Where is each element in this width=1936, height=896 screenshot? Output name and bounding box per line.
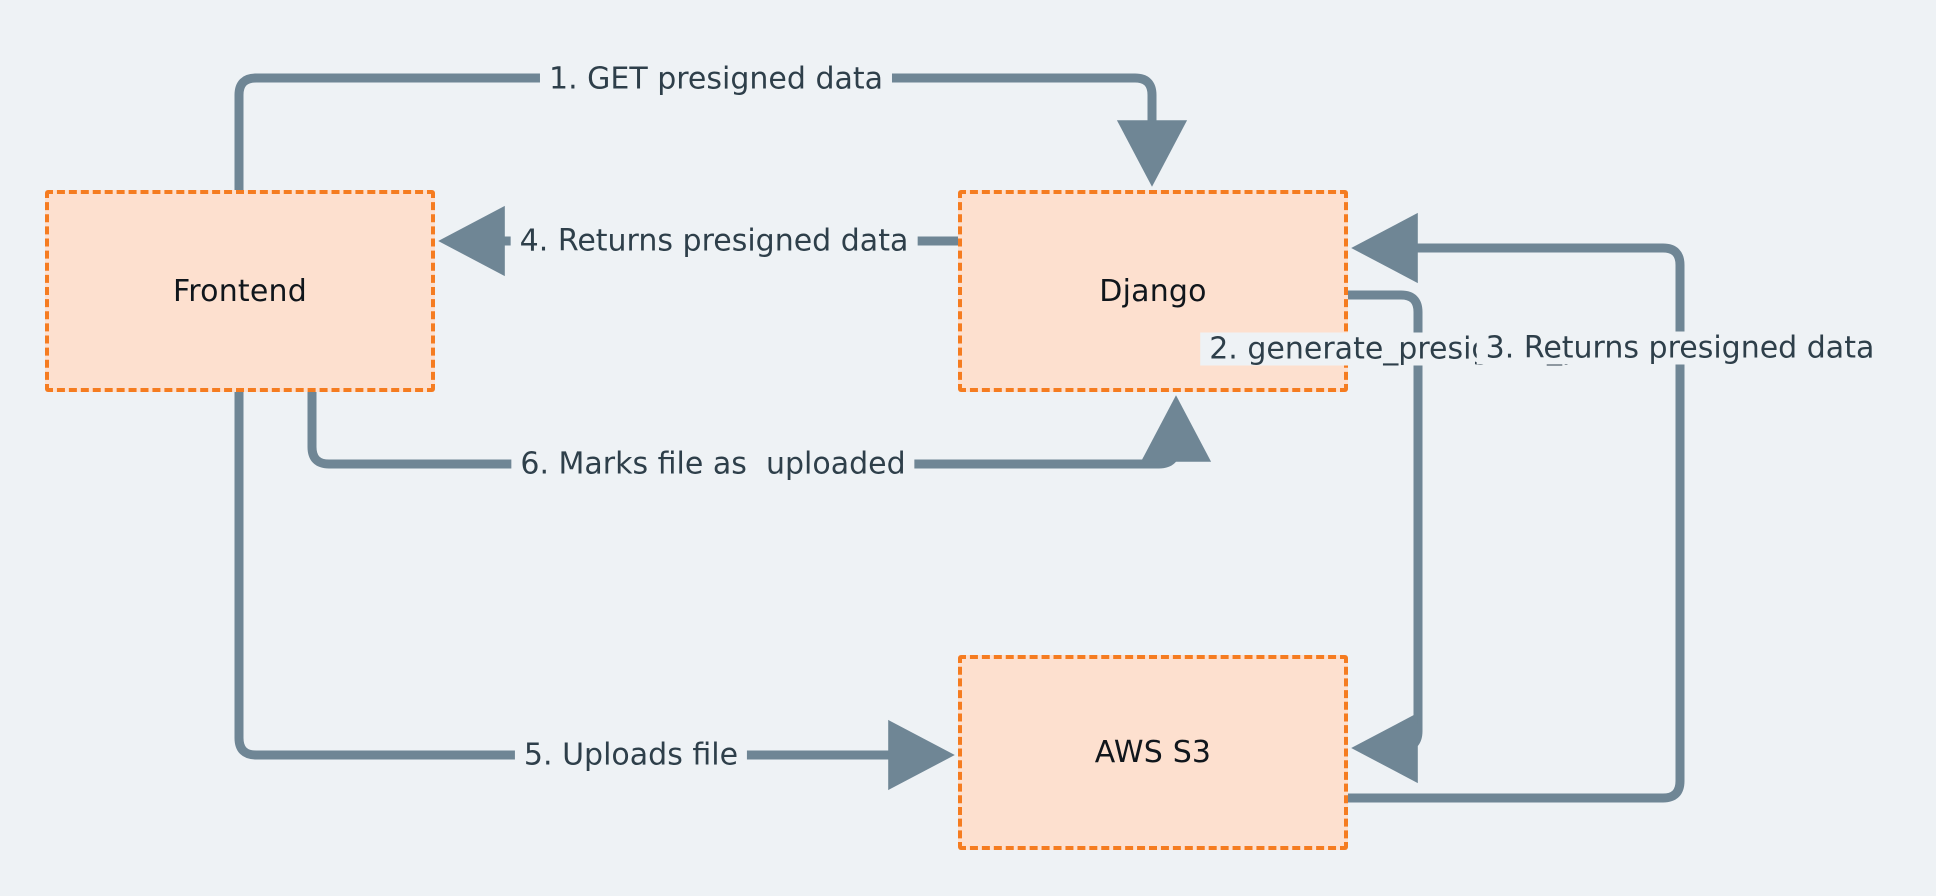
edge-3-path <box>1343 212 1685 803</box>
edge-label-1: 1. GET presigned data <box>539 62 893 96</box>
node-frontend[interactable]: Frontend <box>45 190 435 392</box>
edge-label-4: 4. Returns presigned data <box>510 224 918 258</box>
edge-5-path <box>234 387 955 791</box>
edge-label-5: 5. Uploads file <box>514 738 748 772</box>
node-aws-s3-label: AWS S3 <box>1094 735 1212 770</box>
node-aws-s3[interactable]: AWS S3 <box>958 655 1348 850</box>
edge-label-6: 6. Marks file as uploaded <box>511 447 915 481</box>
node-django-label: Django <box>1099 273 1207 309</box>
node-frontend-label: Frontend <box>173 273 307 309</box>
edge-label-3: 3. Returns presigned data <box>1476 331 1884 365</box>
edge-2-path <box>1343 290 1423 784</box>
